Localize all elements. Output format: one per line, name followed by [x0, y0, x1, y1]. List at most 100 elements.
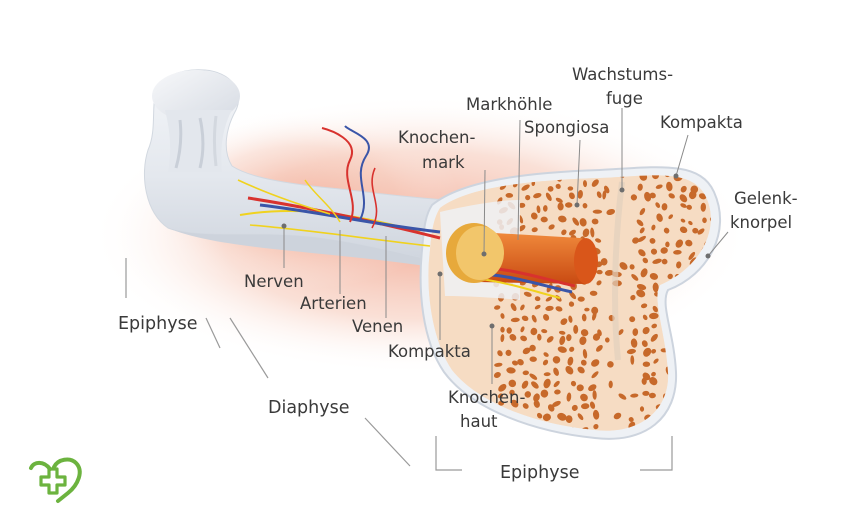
spongiosa-hole [710, 392, 719, 400]
spongiosa-hole [531, 381, 539, 389]
spongiosa-hole [653, 358, 659, 364]
spongiosa-hole [497, 350, 503, 357]
spongiosa-hole [632, 237, 640, 244]
spongiosa-hole [698, 193, 707, 200]
spongiosa-hole [596, 269, 603, 275]
spongiosa-hole [532, 439, 538, 445]
spongiosa-hole [557, 346, 567, 353]
spongiosa-hole [534, 304, 541, 310]
spongiosa-hole [652, 305, 658, 313]
label-knochenhaut-line1: Knochen- [448, 388, 526, 407]
spongiosa-hole [565, 365, 574, 375]
spongiosa-hole [637, 235, 646, 243]
label-gelenkknorpel-line1: Gelenk- [734, 189, 798, 208]
spongiosa-hole [636, 283, 647, 291]
spongiosa-hole [581, 403, 590, 410]
spongiosa-hole [543, 372, 551, 377]
spongiosa-hole [500, 437, 508, 442]
spongiosa-hole [536, 205, 541, 214]
spongiosa-hole [536, 412, 543, 419]
spongiosa-hole [727, 434, 733, 442]
spongiosa-hole [689, 400, 696, 410]
spongiosa-hole [660, 247, 668, 254]
spongiosa-hole [688, 251, 696, 260]
spongiosa-hole [569, 346, 575, 352]
spongiosa-hole [494, 305, 501, 310]
spongiosa-hole [577, 366, 585, 374]
spongiosa-hole [505, 192, 514, 198]
spongiosa-hole [552, 434, 561, 442]
spongiosa-hole [642, 314, 648, 321]
spongiosa-hole [685, 239, 693, 247]
spongiosa-hole [695, 384, 705, 391]
spongiosa-hole [685, 356, 691, 362]
spongiosa-hole [692, 227, 699, 234]
spongiosa-hole [722, 347, 730, 357]
spongiosa-hole [679, 371, 687, 378]
spongiosa-hole [688, 190, 697, 200]
spongiosa-hole [500, 334, 505, 343]
spongiosa-hole [725, 172, 733, 178]
spongiosa-hole [650, 333, 658, 342]
spongiosa-hole [592, 409, 600, 420]
spongiosa-hole [688, 220, 693, 226]
spongiosa-hole [588, 384, 597, 392]
spongiosa-hole [521, 184, 530, 191]
spongiosa-hole [678, 417, 685, 425]
spongiosa-hole [642, 327, 650, 335]
spongiosa-hole [517, 359, 524, 366]
spongiosa-hole [675, 239, 684, 248]
spongiosa-hole [650, 248, 658, 255]
spongiosa-hole [595, 238, 602, 243]
spongiosa-hole [697, 228, 705, 235]
spongiosa-hole [555, 306, 563, 312]
spongiosa-hole [678, 349, 687, 357]
spongiosa-hole [642, 257, 649, 264]
spongiosa-hole [649, 272, 659, 280]
label-wachstumsfuge-line2: fuge [606, 89, 643, 108]
spongiosa-hole [529, 344, 536, 352]
spongiosa-hole [630, 194, 638, 201]
spongiosa-hole [725, 367, 732, 374]
spongiosa-hole [592, 390, 597, 400]
spongiosa-hole [560, 318, 568, 325]
spongiosa-hole [582, 180, 588, 188]
spongiosa-hole [506, 367, 516, 374]
spongiosa-hole [637, 183, 643, 191]
spongiosa-hole [679, 194, 688, 203]
spongiosa-hole [541, 329, 548, 334]
spongiosa-hole [709, 428, 711, 431]
spongiosa-hole [592, 311, 597, 321]
spongiosa-hole [559, 335, 566, 345]
spongiosa-hole [649, 312, 659, 320]
spongiosa-hole [727, 337, 737, 344]
spongiosa-hole [506, 327, 512, 334]
spongiosa-hole [696, 413, 706, 420]
spongiosa-hole [649, 192, 656, 199]
spongiosa-hole [548, 433, 555, 440]
spongiosa-hole [652, 258, 662, 264]
spongiosa-hole [545, 192, 552, 201]
spongiosa-hole [703, 389, 711, 399]
label-kompakta-top: Kompakta [660, 113, 743, 132]
spongiosa-hole [691, 346, 697, 353]
spongiosa-hole [561, 229, 567, 236]
spongiosa-hole [715, 326, 722, 333]
label-wachstumsfuge-line1: Wachstums- [572, 65, 673, 84]
spongiosa-hole [674, 402, 682, 411]
spongiosa-hole [542, 359, 549, 366]
spongiosa-hole [702, 217, 707, 224]
spongiosa-hole [584, 307, 590, 312]
spongiosa-hole [677, 425, 684, 431]
spongiosa-hole [640, 303, 648, 309]
spongiosa-hole [557, 202, 564, 211]
spongiosa-hole [679, 226, 688, 234]
spongiosa-hole [534, 296, 541, 302]
spongiosa-hole [691, 389, 698, 398]
spongiosa-hole [580, 393, 588, 402]
spongiosa-hole [533, 393, 540, 402]
spongiosa-hole [530, 212, 538, 220]
spongiosa-hole [579, 336, 587, 345]
spongiosa-hole [540, 389, 549, 398]
spongiosa-hole [505, 349, 512, 356]
